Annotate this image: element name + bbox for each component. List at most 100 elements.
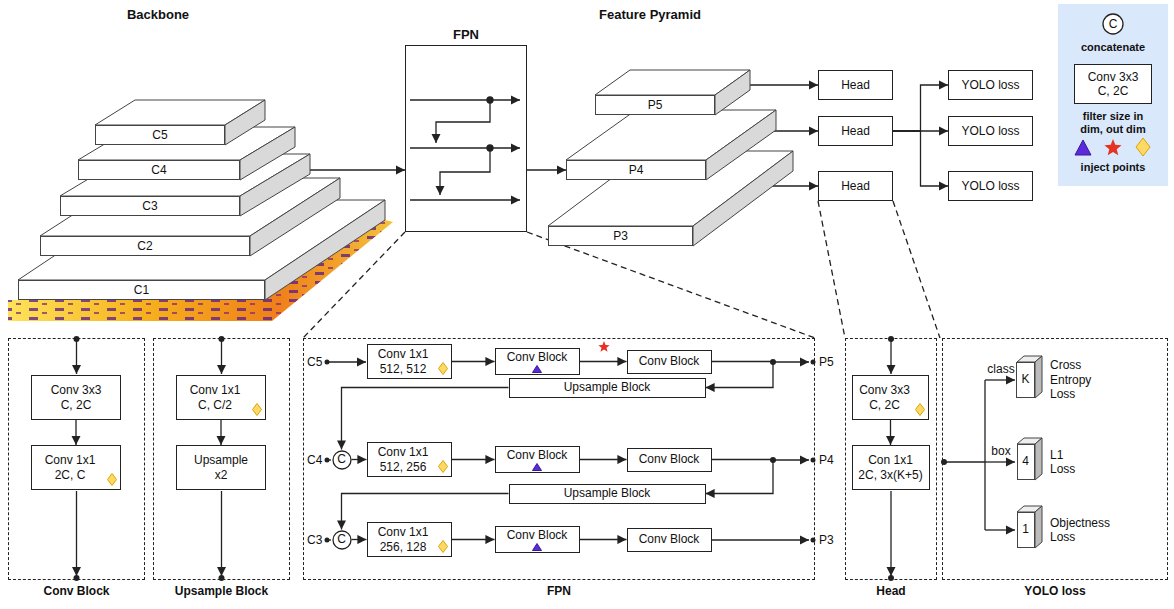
process-box: Conv Block — [495, 348, 580, 375]
port-label: Objectness Loss — [1050, 516, 1116, 545]
inject-diamond — [915, 403, 925, 416]
node-text: Head — [841, 179, 870, 193]
cube-face — [1035, 356, 1042, 398]
connector — [706, 460, 774, 494]
process-box: Upsample Block — [509, 484, 706, 504]
node-text: Con 1x1 2C, 3x(K+5) — [858, 453, 923, 482]
layer-slab: C5 — [95, 125, 225, 145]
detail-panel: HeadConv 3x3 C, 2CCon 1x1 2C, 3x(K+5) — [845, 338, 937, 580]
panel-caption: Head — [846, 584, 936, 598]
inject-triangle — [532, 365, 542, 373]
wire — [221, 340, 222, 374]
layer-face — [715, 70, 750, 115]
node-text: Upsample Block — [564, 486, 651, 500]
node-text: YOLO loss — [961, 124, 1019, 138]
junction-dot — [888, 336, 894, 342]
inject-diamond — [107, 473, 117, 486]
junction-dot — [219, 575, 225, 581]
process-box: Head — [818, 116, 893, 146]
inject-diamond — [108, 474, 117, 486]
node-text: Head — [841, 78, 870, 92]
node-text: Conv 1x1 C, C/2 — [190, 383, 241, 412]
node-text: K — [1021, 372, 1029, 386]
process-box: Conv Block — [627, 528, 712, 552]
node-text: Conv Block — [507, 528, 568, 542]
connector — [580, 539, 627, 540]
connector — [580, 361, 627, 362]
node-text: P5 — [648, 98, 663, 112]
layer-slab: C3 — [60, 196, 240, 216]
node-text: Conv Block — [639, 532, 700, 546]
inject-diamond — [252, 403, 262, 416]
node-text: P3 — [613, 229, 628, 243]
concat-circle-outline — [333, 531, 351, 549]
concat-circle: C — [1102, 13, 1124, 35]
wire — [712, 539, 809, 540]
detail-panel: FPNConv 1x1 512, 512Conv BlockConv Block… — [303, 338, 815, 580]
inject-symbol — [1075, 140, 1091, 155]
node-text: C — [337, 532, 346, 546]
connector — [580, 459, 627, 460]
node-text: C — [1109, 17, 1118, 31]
node-text: Conv Block — [507, 448, 568, 462]
node-text: P4 — [629, 163, 644, 177]
process-box: Conv 3x3 C, 2C — [852, 375, 929, 420]
port-label: P3 — [819, 533, 834, 547]
wire — [773, 459, 809, 460]
panel-caption: FPN — [406, 27, 526, 43]
node-text: Conv 1x1 256, 128 — [378, 525, 429, 554]
connector — [893, 85, 948, 131]
node-text: 4 — [1022, 454, 1029, 468]
concat-circle-outline — [333, 451, 351, 469]
zoom-line — [893, 201, 940, 338]
process-box: Con 1x1 2C, 3x(K+5) — [852, 445, 930, 490]
process-box: Conv Block — [627, 448, 712, 472]
wire — [945, 461, 985, 462]
wire — [985, 461, 1015, 462]
cube-face — [1017, 356, 1042, 548]
layer-slab: C2 — [40, 236, 250, 256]
node-text: 1 — [1022, 522, 1029, 536]
node-text: C3 — [142, 199, 157, 213]
wire — [76, 340, 77, 374]
zoom-line — [303, 201, 940, 338]
process-box: Conv Block — [627, 350, 712, 374]
inject-diamond — [438, 362, 448, 375]
junction-dot — [219, 336, 225, 342]
connector — [342, 388, 509, 450]
process-box: Conv 1x1 2C, C — [31, 445, 121, 490]
junction-dot — [770, 457, 776, 463]
process-box: YOLO loss — [948, 171, 1033, 201]
legend-panel — [1058, 4, 1168, 186]
process-box: Conv Block — [495, 446, 580, 473]
port-label: P5 — [819, 355, 834, 369]
node-text: Conv 1x1 512, 512 — [378, 347, 429, 376]
port-label: Cross Entropy Loss — [1050, 358, 1112, 401]
node-text: C1 — [134, 283, 149, 297]
process-box: Conv 3x3 C, 2C — [31, 375, 121, 420]
inject-diamond — [438, 460, 448, 473]
fpn-glyph — [487, 145, 493, 151]
node-text: C5 — [152, 128, 167, 142]
legend-text: inject points — [1081, 161, 1146, 174]
inject-diamond — [916, 404, 925, 416]
loss-cube: 4 — [1017, 444, 1035, 480]
fpn-glyph — [487, 97, 493, 103]
connector — [352, 459, 367, 460]
panel-caption: Upsample Block — [154, 584, 289, 598]
wire — [984, 380, 985, 530]
inject-triangle — [532, 543, 542, 551]
layer-slab: C4 — [78, 160, 240, 180]
inject-triangle — [533, 544, 542, 551]
layer-face — [706, 110, 776, 180]
fpn-glyph — [410, 99, 520, 100]
port-label: box — [991, 444, 1010, 458]
inject-symbol — [1136, 138, 1150, 156]
inject-diamond — [438, 461, 447, 473]
layer-slab: C1 — [18, 280, 265, 300]
junction-dot — [74, 575, 80, 581]
port-label: class — [987, 362, 1014, 376]
loss-cube: K — [1016, 362, 1034, 398]
inject-diamond — [438, 363, 447, 375]
port-label: L1 Loss — [1050, 448, 1080, 477]
